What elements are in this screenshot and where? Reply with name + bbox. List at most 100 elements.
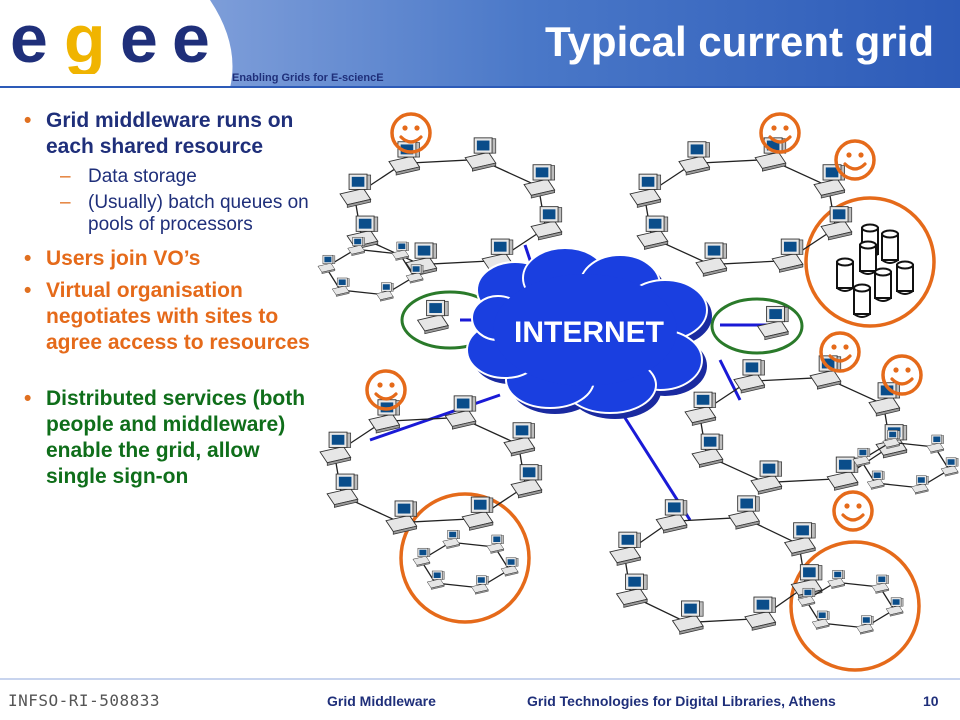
rings [399, 196, 936, 672]
computer-icon [503, 422, 536, 457]
user-ring [804, 196, 936, 328]
user-smileys [365, 112, 923, 532]
network-link [369, 393, 501, 442]
footer-bar [0, 678, 960, 720]
computer-icon [629, 173, 662, 208]
computer-icon [385, 500, 418, 535]
smiley-icon [365, 369, 407, 411]
computer-icon [470, 575, 489, 595]
logo: e g e e [8, 1, 228, 79]
smiley-icon [834, 139, 876, 181]
user-ring [789, 540, 921, 672]
smiley-icon [759, 112, 801, 154]
computer-icon [940, 457, 959, 477]
bullet-text: Virtual organisation negotiates with sit… [46, 279, 310, 354]
computer-icon [416, 299, 449, 335]
computer-icon [405, 264, 424, 284]
bullet-item: • Grid middleware runs on each shared re… [24, 109, 294, 158]
computer-icon [412, 547, 431, 567]
cluster-ring-line [353, 158, 547, 266]
computer-icon [783, 522, 816, 557]
computer-icon [426, 570, 445, 590]
bullet-text: Users join VO’s [46, 247, 201, 270]
computer-icon [882, 429, 901, 449]
computer-icon [671, 600, 704, 635]
computer-icon [347, 236, 366, 256]
bullet-item: • Distributed services (both people and … [24, 387, 306, 488]
storage-disk-icon [896, 260, 914, 295]
computer-icon [733, 359, 766, 394]
computer-icon [885, 597, 904, 617]
computer-icon [461, 496, 494, 531]
computer-icon [375, 282, 394, 302]
page-title: Typical current grid [545, 18, 934, 65]
cluster-ring-line [333, 416, 527, 524]
computer-icon [317, 254, 336, 274]
footer-event: Grid Technologies for Digital Libraries,… [527, 693, 836, 709]
page-number: 10 [923, 693, 939, 709]
cloud-label: INTERNET [514, 316, 664, 349]
computer-icon [331, 277, 350, 297]
bullet-item: • Users join VO’s [24, 247, 201, 270]
computer-icon [339, 173, 372, 208]
bullet-text: Grid middleware runs on each shared reso… [46, 109, 294, 158]
computer-icon [727, 495, 761, 530]
computer-icon [615, 573, 648, 608]
computer-icon [691, 433, 724, 468]
storage-disk-icon [853, 283, 871, 318]
bullet-text: Distributed services (both people and mi… [46, 387, 306, 488]
computer-icon [695, 242, 728, 277]
svg-text:e: e [120, 4, 158, 74]
storage-disk-icon [881, 229, 899, 264]
smiley-icon [881, 354, 923, 396]
computer-icon [866, 470, 885, 490]
user-ring [399, 492, 531, 624]
computer-icon [797, 587, 816, 607]
smiley-icon [832, 490, 874, 532]
computer-icon [684, 391, 717, 426]
project-id: INFSO-RI-508833 [8, 691, 160, 710]
computer-icon [523, 164, 556, 199]
storage-cluster [836, 223, 914, 318]
computer-icon [868, 382, 901, 417]
smiley-icon [819, 331, 861, 373]
internet-cloud: INTERNET [466, 247, 712, 419]
computer-icon [756, 305, 789, 341]
computer-icon [510, 464, 543, 499]
computer-icon [530, 206, 563, 241]
computer-icon [744, 596, 777, 631]
computer-icon [486, 534, 505, 554]
computer-icon [811, 610, 830, 630]
bullet-list: • Grid middleware runs on each shared re… [20, 108, 310, 496]
svg-text:e: e [172, 4, 210, 74]
computer-icon [910, 475, 929, 495]
computer-icon [655, 499, 688, 534]
computer-icon [852, 447, 871, 467]
sub-bullet-item: – Data storage [60, 166, 197, 187]
storage-disk-icon [859, 240, 877, 275]
computer-icon [464, 137, 497, 172]
egee-logo-icon: e g e e [10, 1, 210, 77]
computer-icon [636, 215, 669, 250]
network-link [718, 359, 742, 401]
svg-text:e: e [10, 4, 48, 74]
cluster-ring-line [698, 376, 892, 484]
storage-disk-icon [874, 267, 892, 302]
computer-icon [444, 395, 477, 430]
computer-icon [750, 460, 783, 495]
computer-icon [442, 529, 461, 549]
computer-icon [500, 557, 519, 577]
storage-disk-icon [836, 257, 854, 292]
computer-icon [678, 141, 711, 176]
cluster-ring-line [623, 516, 807, 624]
svg-text:g: g [64, 4, 106, 74]
computer-icon [326, 473, 359, 508]
computer-icon [855, 615, 874, 635]
computer-icon [827, 569, 846, 589]
bullet-item: • Virtual organisation negotiates with s… [24, 279, 310, 354]
footer-section: Grid Middleware [327, 693, 436, 709]
header-bar [0, 0, 960, 88]
computer-icon [771, 238, 804, 273]
computer-icon [609, 531, 642, 566]
